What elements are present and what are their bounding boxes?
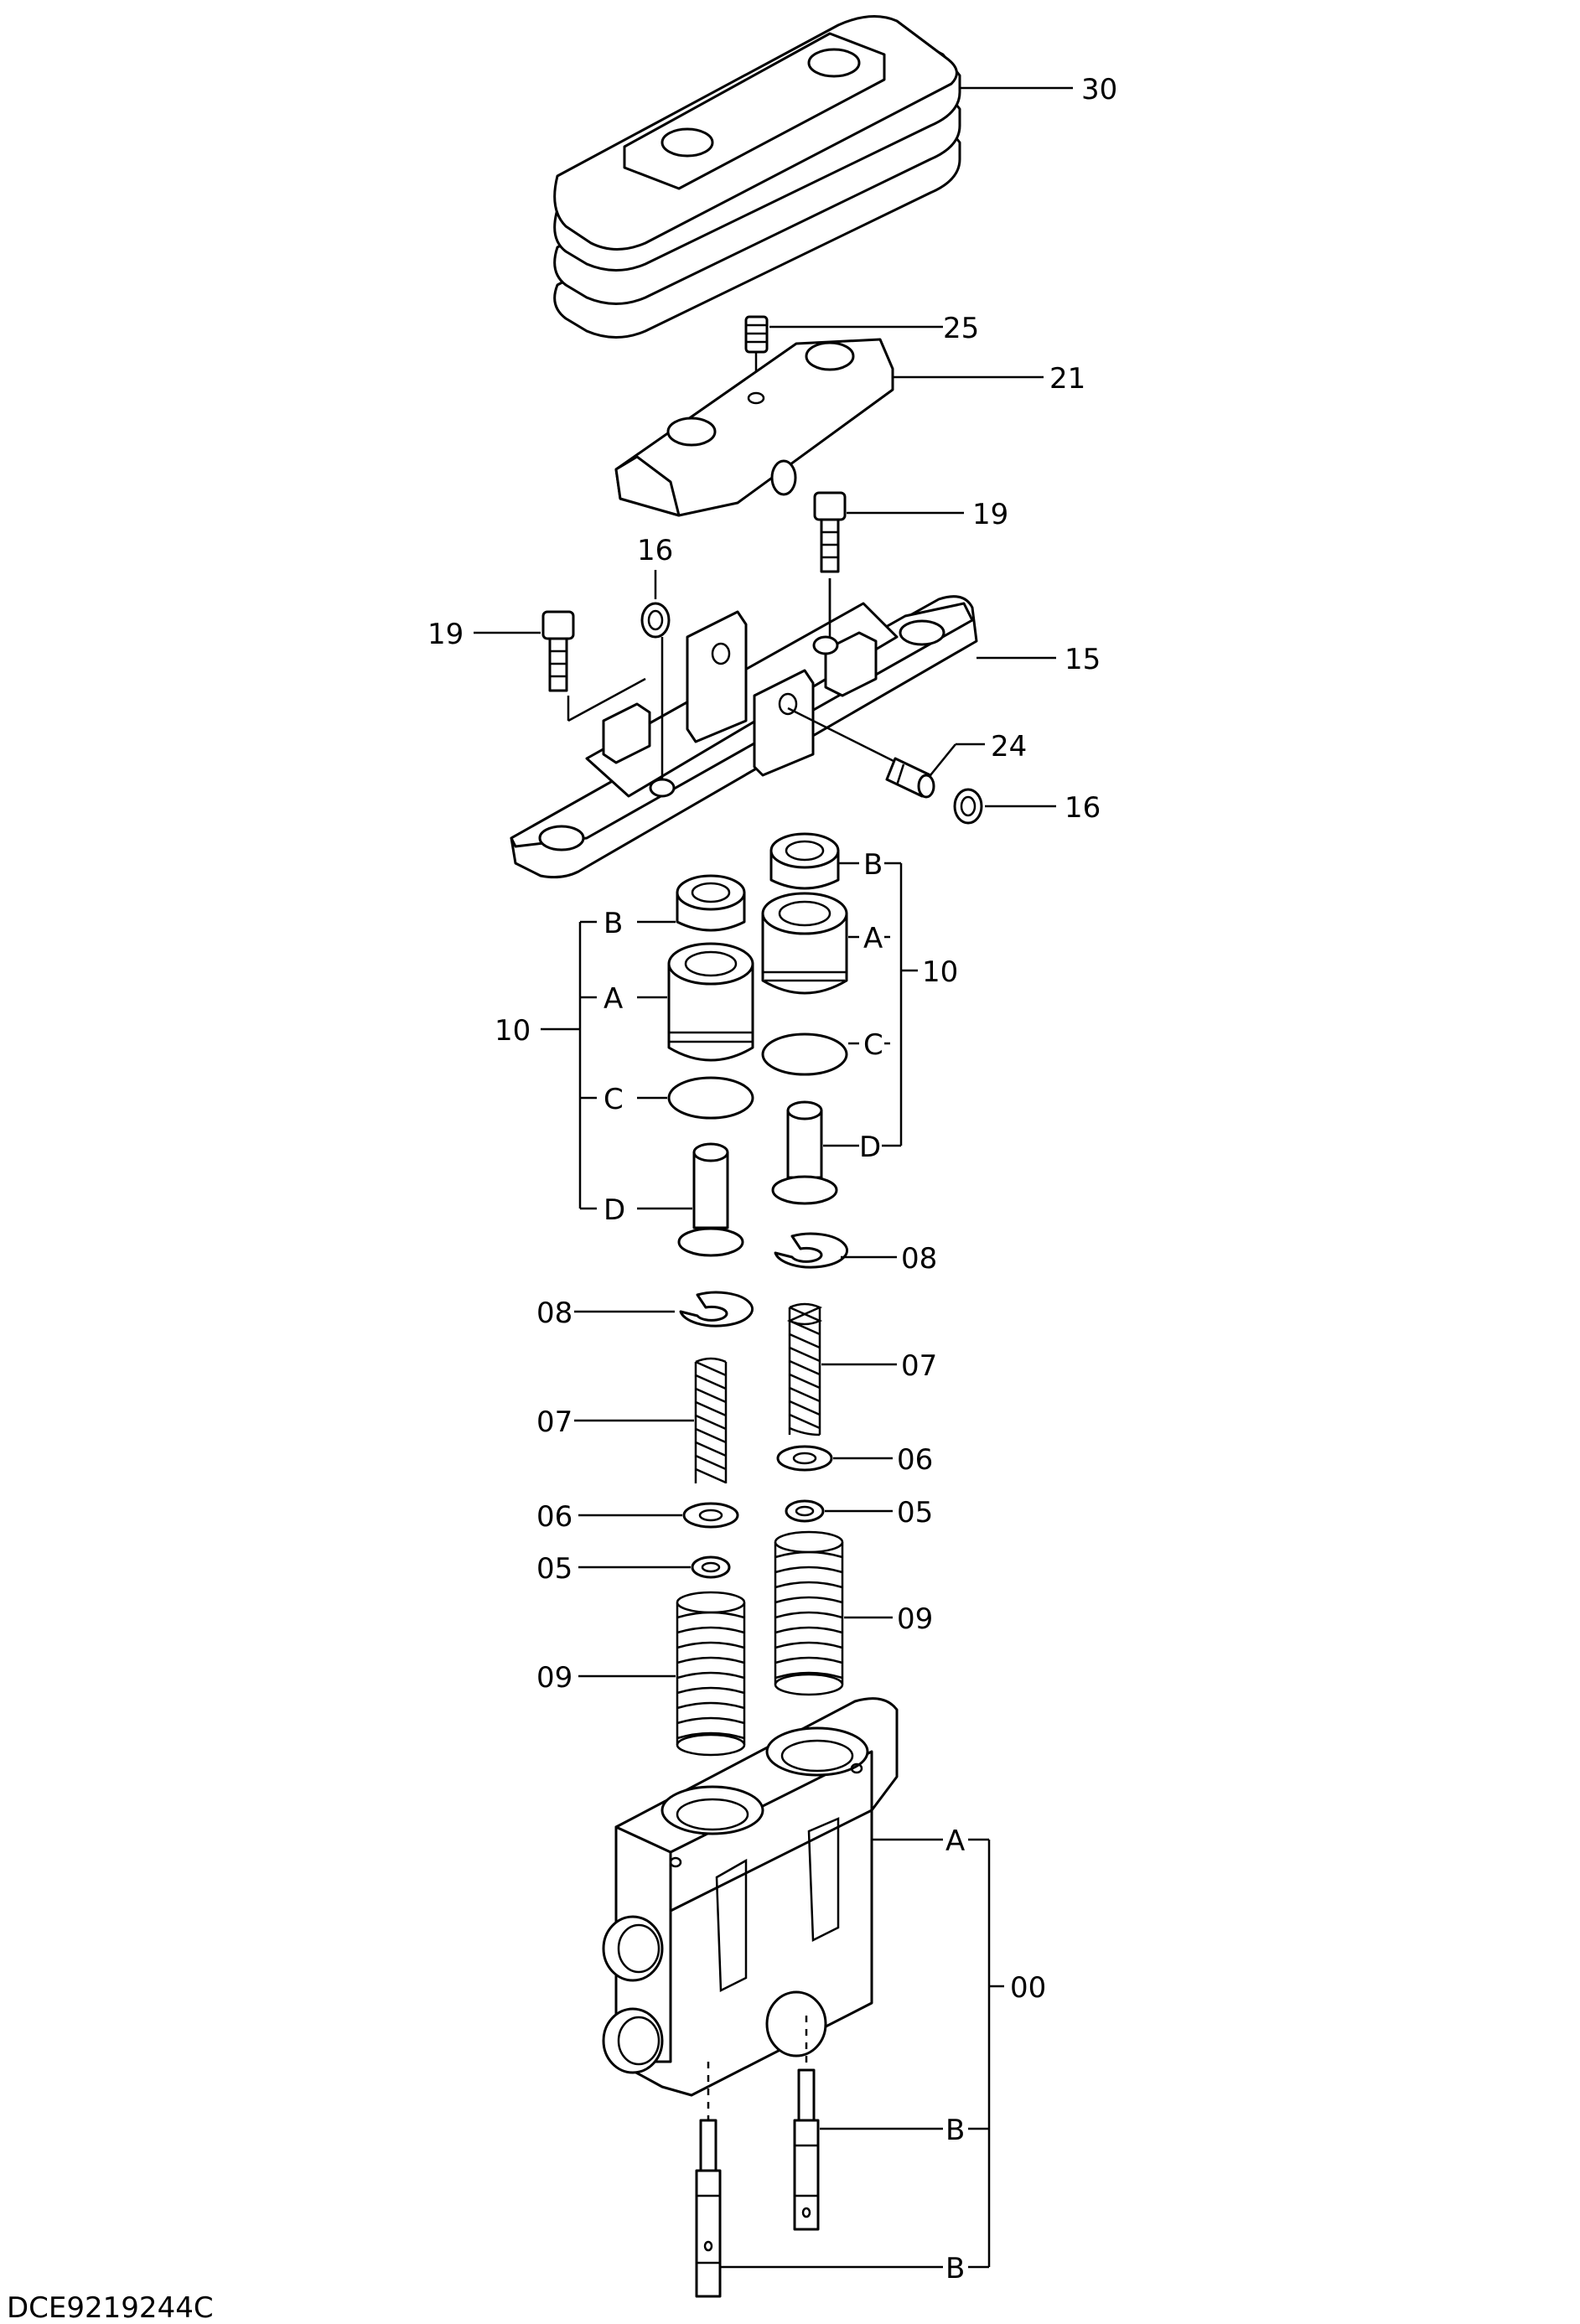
callout-body-B2: B: [945, 2252, 965, 2285]
seal-part-16-right: [953, 788, 983, 825]
callout-body-00: 00: [1010, 1971, 1046, 2005]
drawing-code: DCE9219244C: [7, 2291, 214, 2324]
callout-right-B: B: [863, 848, 883, 882]
callout-left-10: 10: [495, 1014, 531, 1048]
callout-left-08: 08: [536, 1297, 572, 1330]
callout-right-09: 09: [897, 1602, 933, 1636]
callout-25: 25: [943, 312, 979, 345]
callout-left-C: C: [604, 1083, 624, 1116]
spring-part-07-left: [694, 1357, 728, 1484]
retainer-part-08-right: [774, 1232, 849, 1269]
callout-right-08: 08: [901, 1242, 937, 1276]
callout-right-07: 07: [901, 1349, 937, 1383]
left-pusher-assembly: [667, 874, 754, 1257]
callout-right-05: 05: [897, 1496, 933, 1529]
callout-left-09: 09: [536, 1661, 572, 1695]
plate-part-15: [510, 578, 978, 879]
callout-16-right: 16: [1065, 791, 1101, 825]
callout-left-A: A: [604, 982, 623, 1016]
callout-body-B1: B: [945, 2114, 965, 2147]
washer-part-06-left: [682, 1502, 739, 1529]
callout-24: 24: [991, 730, 1027, 763]
valve-body-part-00: [602, 1697, 899, 2120]
callout-16-top: 16: [637, 534, 673, 567]
callout-right-D: D: [859, 1131, 881, 1164]
callout-left-06: 06: [536, 1500, 572, 1534]
seat-part-05-right: [785, 1499, 825, 1523]
spool-part-B-lower: [695, 2119, 722, 2298]
callout-left-B: B: [604, 907, 623, 940]
spring-part-07-right: [786, 1302, 823, 1436]
boot-part-30: [553, 15, 961, 339]
washer-part-06-right: [776, 1445, 833, 1472]
retainer-part-08-left: [679, 1291, 754, 1328]
bolt-part-19-right: [813, 491, 847, 637]
seal-part-16-top: [640, 602, 671, 639]
callout-right-C: C: [863, 1028, 883, 1062]
callout-right-10: 10: [922, 955, 958, 989]
callout-body-A: A: [945, 1825, 965, 1858]
callout-left-05: 05: [536, 1552, 572, 1586]
callout-21: 21: [1049, 362, 1085, 396]
cam-plate-part-21: [614, 338, 894, 517]
callout-19-right: 19: [972, 498, 1008, 531]
right-pusher-assembly: [761, 832, 848, 1205]
callout-19-left: 19: [427, 618, 464, 651]
callout-left-D: D: [604, 1193, 625, 1227]
seat-part-05-left: [691, 1555, 731, 1579]
pin-part-24: [787, 707, 935, 799]
callout-15: 15: [1065, 643, 1101, 676]
callout-right-A: A: [863, 922, 883, 955]
callout-right-06: 06: [897, 1443, 933, 1477]
spring-part-09-right: [774, 1530, 844, 1696]
spring-part-09-left: [676, 1591, 746, 1757]
spool-part-B-upper: [793, 2068, 820, 2231]
bolt-part-19-left: [541, 610, 575, 692]
set-screw-part-25: [744, 315, 769, 394]
callout-30: 30: [1081, 73, 1117, 106]
callout-left-07: 07: [536, 1405, 572, 1439]
